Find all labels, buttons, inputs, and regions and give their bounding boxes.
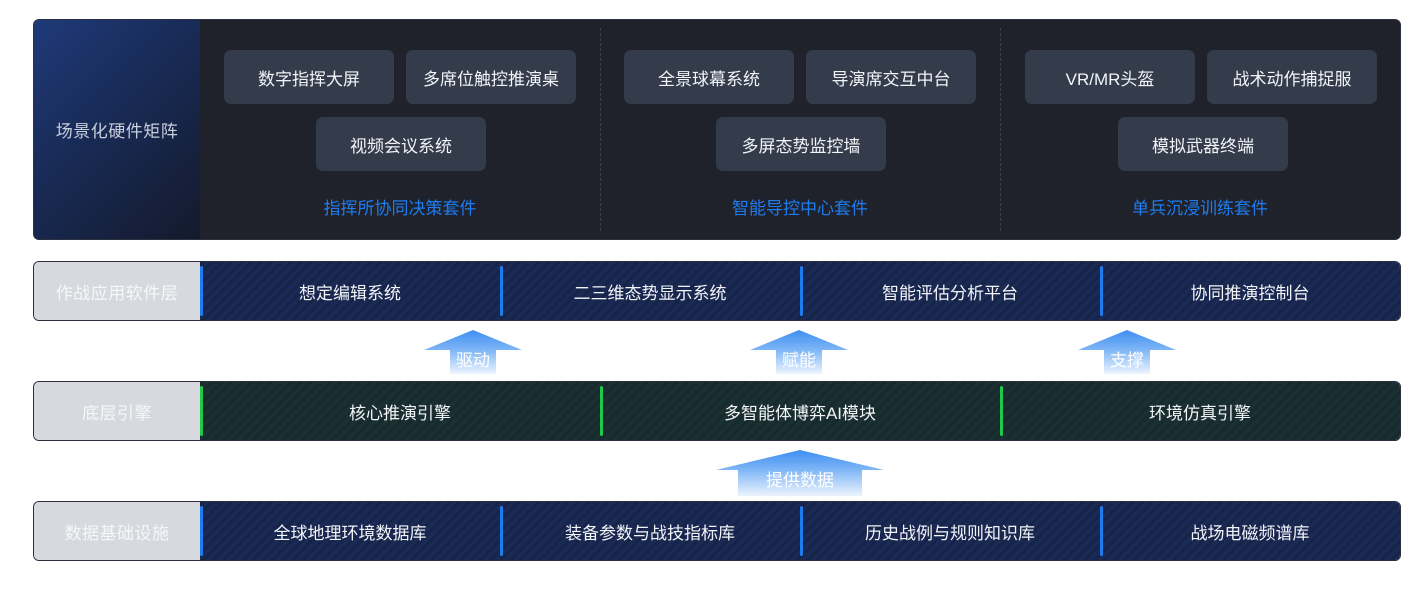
device-chip: 全景球幕系统	[624, 50, 794, 104]
hardware-matrix-layer: 场景化硬件矩阵 数字指挥大屏 多席位触控推演桌 视频会议系统 指挥所协同决策套件…	[33, 19, 1401, 240]
device-chip: 数字指挥大屏	[224, 50, 394, 104]
engine-layer-label: 底层引擎	[34, 382, 200, 440]
arrow-shaft	[738, 470, 862, 496]
data-item: 历史战例与规则知识库	[800, 502, 1100, 560]
device-chip: 视频会议系统	[316, 117, 486, 171]
up-arrow-drive: 驱动	[424, 330, 522, 374]
arrow-label: 驱动	[456, 351, 490, 370]
device-chip: 模拟武器终端	[1118, 117, 1288, 171]
kit-title: 单兵沉浸训练套件	[1132, 199, 1268, 218]
hardware-layer-label: 场景化硬件矩阵	[34, 20, 200, 239]
data-item: 战场电磁频谱库	[1100, 502, 1400, 560]
arrow-label: 提供数据	[766, 471, 834, 490]
group-divider	[600, 28, 601, 231]
hardware-group-control: 全景球幕系统 导演席交互中台 多屏态势监控墙 智能导控中心套件	[600, 20, 1000, 239]
device-chip: 多屏态势监控墙	[716, 117, 886, 171]
arrow-shaft	[1104, 350, 1150, 374]
engine-item: 多智能体博弈AI模块	[600, 382, 1000, 440]
data-item: 装备参数与战技指标库	[500, 502, 800, 560]
application-item: 二三维态势显示系统	[500, 262, 800, 320]
device-chip: 战术动作捕捉服	[1207, 50, 1377, 104]
data-infrastructure-layer: 数据基础设施 全球地理环境数据库 装备参数与战技指标库 历史战例与规则知识库 战…	[33, 501, 1401, 561]
up-arrow-data: 提供数据	[716, 450, 884, 496]
engine-item: 核心推演引擎	[200, 382, 600, 440]
hardware-group-soldier: VR/MR头盔 战术动作捕捉服 模拟武器终端 单兵沉浸训练套件	[1000, 20, 1400, 239]
application-item: 想定编辑系统	[200, 262, 500, 320]
engine-item: 环境仿真引擎	[1000, 382, 1400, 440]
engine-layer: 底层引擎 核心推演引擎 多智能体博弈AI模块 环境仿真引擎	[33, 381, 1401, 441]
arrow-shaft	[776, 350, 822, 374]
data-layer-label: 数据基础设施	[34, 502, 200, 560]
up-arrow-support: 支撑	[1078, 330, 1176, 374]
application-item: 智能评估分析平台	[800, 262, 1100, 320]
device-chip: 导演席交互中台	[806, 50, 976, 104]
kit-title: 智能导控中心套件	[732, 199, 868, 218]
device-chip: 多席位触控推演桌	[406, 50, 576, 104]
hardware-group-command: 数字指挥大屏 多席位触控推演桌 视频会议系统 指挥所协同决策套件	[200, 20, 600, 239]
application-layer-label: 作战应用软件层	[34, 262, 200, 320]
data-item: 全球地理环境数据库	[200, 502, 500, 560]
application-item: 协同推演控制台	[1100, 262, 1400, 320]
device-chip: VR/MR头盔	[1025, 50, 1195, 104]
arrow-label: 支撑	[1110, 351, 1144, 370]
arrow-shaft	[450, 350, 496, 374]
application-software-layer: 作战应用软件层 想定编辑系统 二三维态势显示系统 智能评估分析平台 协同推演控制…	[33, 261, 1401, 321]
arrow-label: 赋能	[782, 351, 816, 370]
up-arrow-empower: 赋能	[750, 330, 848, 374]
kit-title: 指挥所协同决策套件	[323, 199, 477, 218]
group-divider	[1000, 28, 1001, 231]
